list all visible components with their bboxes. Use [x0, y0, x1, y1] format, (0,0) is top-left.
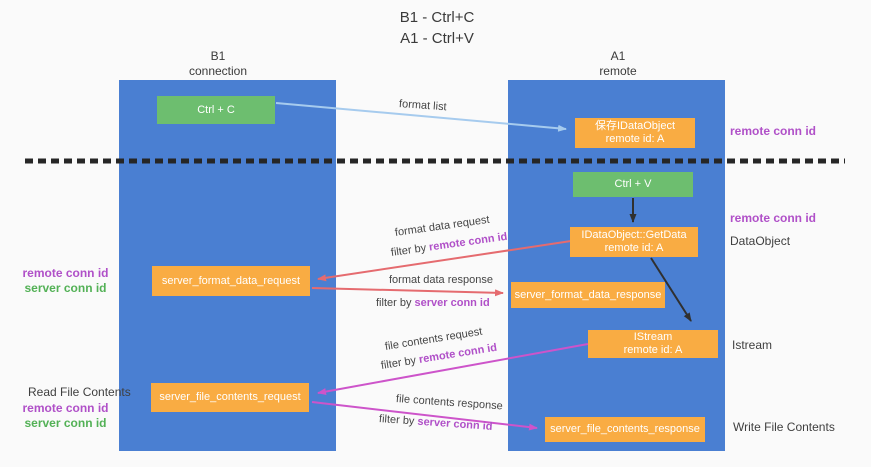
- node-save-idataobject-line2: remote id: A: [605, 133, 665, 145]
- label-format-data-response: format data response: [389, 274, 493, 286]
- label-format-list: format list: [398, 98, 447, 114]
- node-server-format-data-response-label: server_format_data_response: [514, 288, 662, 301]
- node-server-file-contents-request-label: server_file_contents_request: [159, 391, 301, 403]
- node-server-format-data-request: server_format_data_request: [152, 266, 310, 296]
- node-ctrl-c: Ctrl + C: [157, 96, 275, 124]
- annotation-read-file-contents: Read File Contents: [28, 385, 131, 399]
- lane-b1-name: B1: [210, 49, 226, 63]
- annotation-dataobject: DataObject: [730, 234, 791, 248]
- node-ctrl-v: Ctrl + V: [573, 172, 693, 197]
- title-line-2: A1 - Ctrl+V: [400, 30, 474, 47]
- filter-by-text-4: filter by: [378, 413, 418, 428]
- node-ctrl-v-label: Ctrl + V: [614, 178, 652, 190]
- node-server-file-contents-request: server_file_contents_request: [151, 383, 309, 412]
- server-conn-id-value-2: server conn id: [417, 415, 493, 433]
- lane-b1-subtitle: connection: [188, 64, 248, 78]
- annotation-server-conn-id-left-2: server conn id: [24, 416, 107, 430]
- node-istream-line1: IStream: [633, 331, 673, 343]
- node-save-idataobject-line1: 保存IDataObject: [594, 120, 676, 132]
- filter-by-text-2: filter by: [376, 297, 415, 309]
- annotation-conn-ids-top: remote conn id server conn id: [18, 266, 113, 296]
- node-save-idataobject: 保存IDataObject remote id: A: [575, 118, 695, 148]
- node-getdata-line1: IDataObject::GetData: [581, 229, 687, 241]
- node-ctrl-c-label: Ctrl + C: [197, 103, 235, 116]
- lane-a1-name: A1: [610, 49, 626, 63]
- annotation-conn-ids-bottom: remote conn id server conn id: [18, 401, 113, 431]
- annotation-server-conn-id-left-1: server conn id: [24, 281, 107, 295]
- annotation-remote-conn-id-left-2: remote conn id: [22, 401, 109, 415]
- title-line-1: B1 - Ctrl+C: [399, 9, 475, 26]
- label-filter-server-conn-id-2: filter by server conn id: [379, 413, 493, 433]
- node-server-file-contents-response: server_file_contents_response: [545, 417, 705, 442]
- filter-by-text-3: filter by: [380, 354, 420, 372]
- lane-a1-subtitle: remote: [599, 64, 637, 78]
- node-getdata-line2: remote id: A: [604, 242, 664, 254]
- label-filter-server-conn-id-1: filter by server conn id: [376, 297, 490, 309]
- annotation-remote-conn-id-left-1: remote conn id: [22, 266, 109, 280]
- filter-by-text-1: filter by: [390, 241, 430, 259]
- page-title: B1 - Ctrl+C A1 - Ctrl+V: [327, 7, 547, 49]
- lane-header-a1: A1 remote: [528, 49, 708, 79]
- remote-conn-id-value-1: remote conn id: [428, 230, 509, 254]
- annotation-write-file-contents: Write File Contents: [733, 420, 835, 434]
- lane-header-b1: B1 connection: [128, 49, 308, 79]
- node-server-format-data-request-label: server_format_data_request: [161, 274, 301, 287]
- format-data-response-arrow: [311, 287, 504, 297]
- annotation-remote-conn-id-top: remote conn id: [730, 124, 817, 138]
- server-conn-id-value-1: server conn id: [414, 297, 490, 309]
- label-file-contents-response: file contents response: [395, 393, 504, 413]
- annotation-istream: Istream: [732, 338, 773, 352]
- node-server-file-contents-response-label: server_file_contents_response: [550, 423, 700, 435]
- node-istream-line2: remote id: A: [623, 344, 683, 356]
- node-istream: IStream remote id: A: [588, 330, 718, 358]
- annotation-remote-conn-id-mid: remote conn id: [730, 211, 817, 225]
- node-idataobject-getdata: IDataObject::GetData remote id: A: [570, 227, 698, 257]
- node-server-format-data-response: server_format_data_response: [511, 282, 665, 308]
